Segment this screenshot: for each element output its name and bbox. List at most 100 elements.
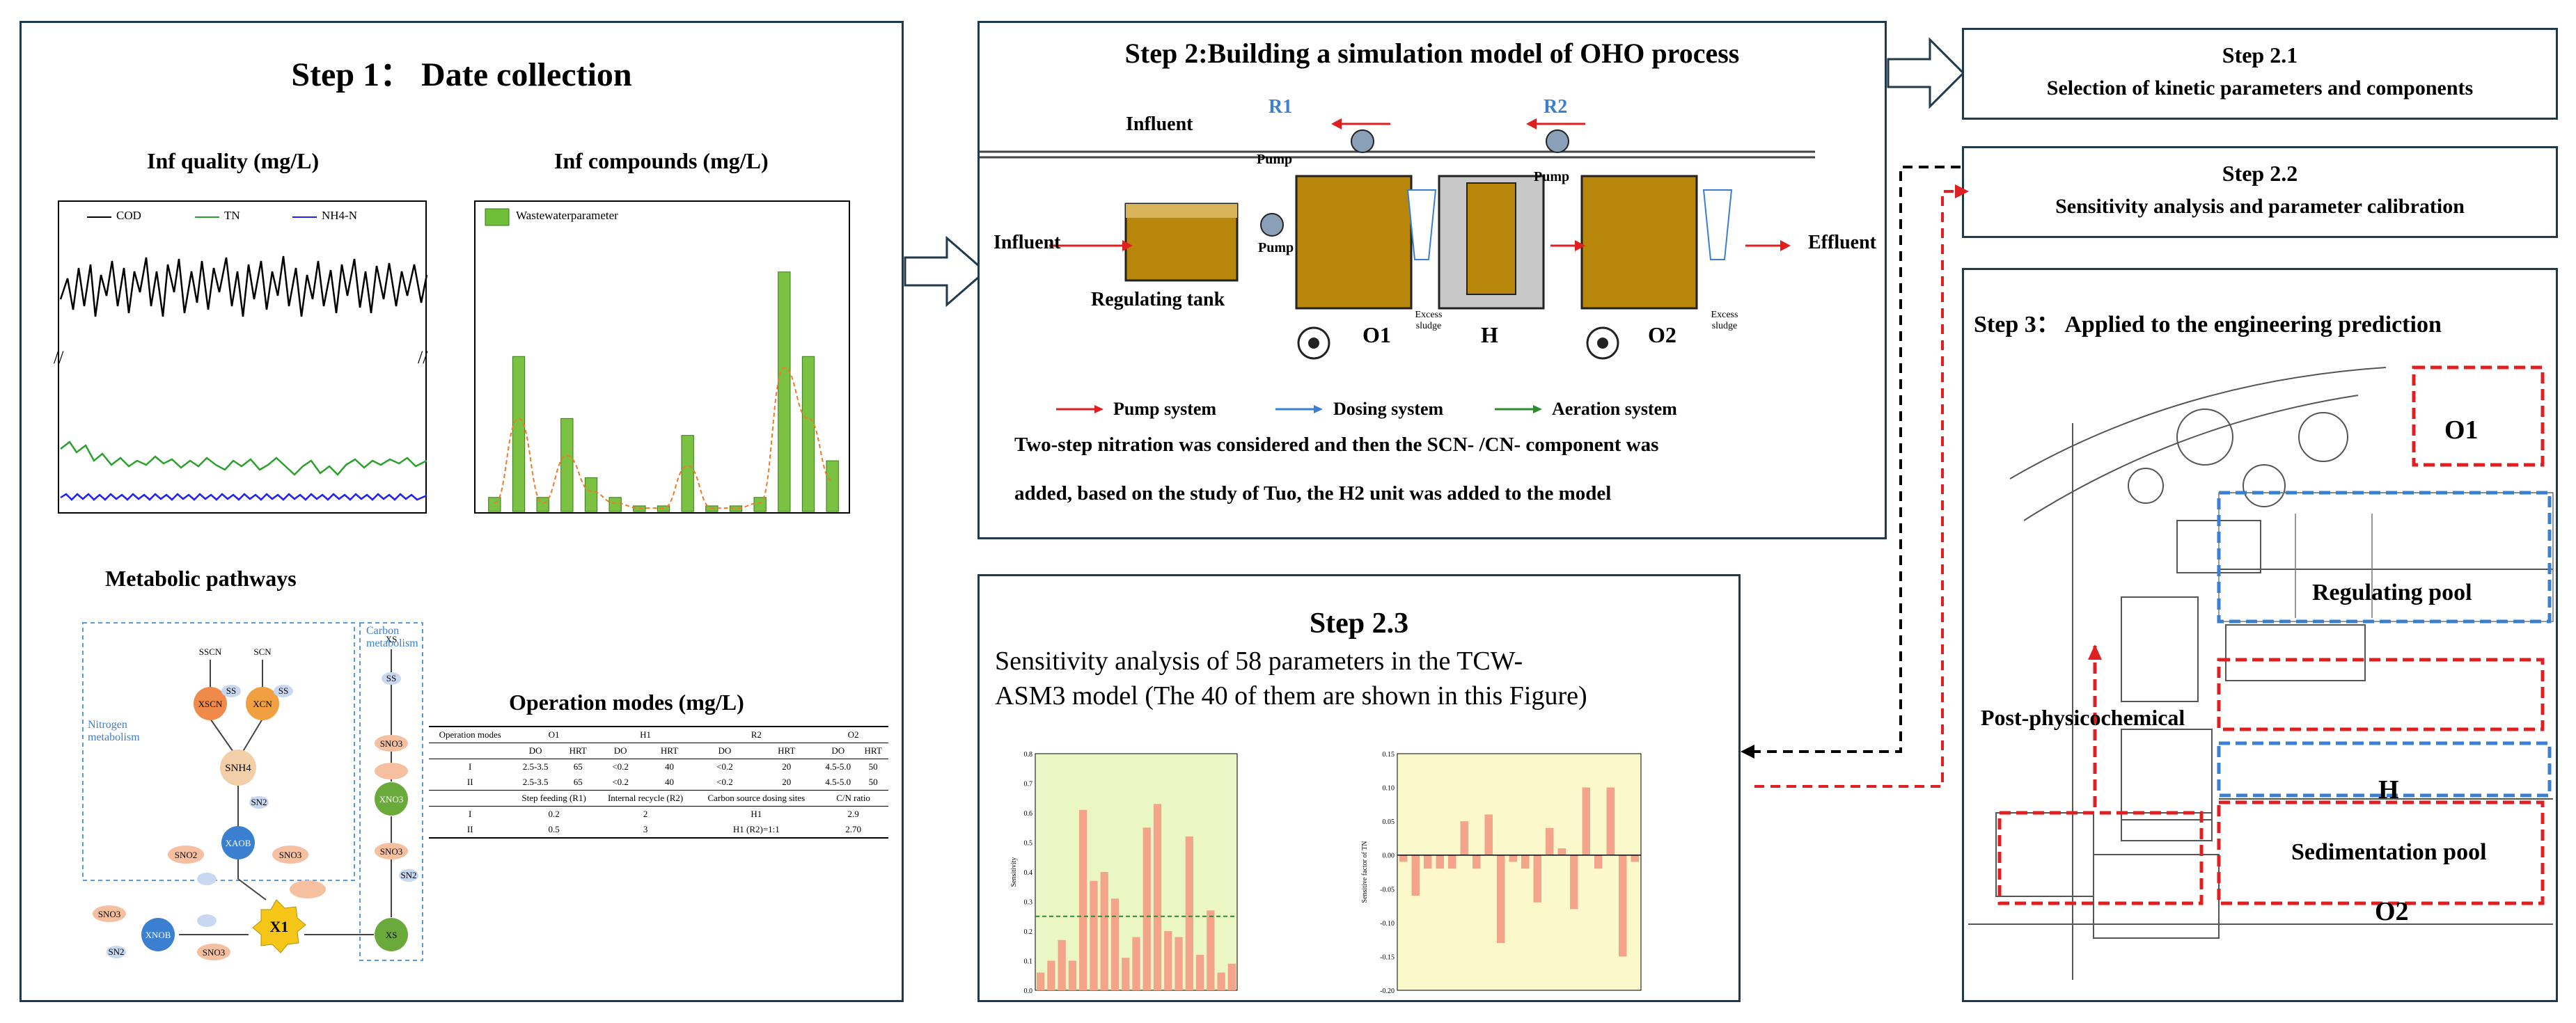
node-sno3-c: SNO3 [380,738,403,749]
sens-right-bar [1460,821,1468,855]
tn-sensitivity-chart: 0.150.100.050.00-0.05-0.10-0.15-0.20Sens… [1361,751,1642,995]
inf-quality-title: Inf quality (mg/L) [147,148,320,173]
op-cell: 40 [665,777,674,787]
sens-left-tick: 0.0 [1024,988,1033,995]
step23-panel: Step 2.3 Sensitivity analysis of 58 para… [977,574,1741,1002]
op-h2-4: HRT [660,745,679,756]
node-sn2-c: SN2 [400,870,416,880]
sens-right-bar [1399,855,1408,862]
legend-aeration-system: Aeration system [1552,399,1677,419]
node-xs-bottom: XS [386,930,398,940]
op-h3-4: C/N ratio [836,793,870,803]
compound-bar [826,460,839,512]
sens-left-bar [1227,963,1236,990]
metabolic-title: Metabolic pathways [105,566,297,591]
influent-top-label: Influent [1126,113,1193,135]
legend-nh4: NH4-N [322,209,357,222]
sens-right-bar [1448,855,1456,869]
sens-left-bar [1047,960,1055,990]
inf-quality-chart: // // COD TN NH4-N [54,200,428,514]
sens-right-tick: 0.15 [1383,751,1395,759]
node-sno3-b: SNO3 [98,909,121,919]
op-cell: 40 [665,761,674,772]
compound-bar [753,497,767,512]
op-cell: II [466,824,473,834]
op-cell: 0.2 [548,809,560,819]
o2-label: O2 [1648,322,1676,347]
node-xno3: XNO3 [379,794,404,804]
sens-left-bar [1175,937,1183,990]
op-cell: <0.2 [612,761,629,772]
sens-right-bar [1557,848,1566,855]
op-h2-3: DO [613,745,627,756]
engineering-site-map [1968,365,2554,980]
compound-bar [778,271,791,512]
step1-panel: Step 1： Date collection Inf quality (mg/… [19,21,904,1002]
nh4-line [60,493,427,501]
op-cell: 50 [868,777,878,787]
area-h: H [2378,775,2399,804]
sens-right-bar [1546,827,1554,855]
node-sno3-a: SNO3 [279,850,302,860]
inf-compounds-chart: Wastewaterparameter [474,200,850,514]
compound-bar [584,477,598,512]
sens-right-bar [1521,855,1530,869]
legend-wastewater: Wastewaterparameter [516,209,618,222]
legend-tn: TN [224,209,240,222]
dashed-connectors [1741,166,1969,788]
compound-bar [801,356,815,512]
operation-table: Operation modes O1 H1 R2 O2 DO HRT DO HR… [429,726,888,839]
sens-right-tick: -0.10 [1380,920,1395,928]
op-cell: I [469,809,472,819]
step22-box: Step 2.2 Sensitivity analysis and parame… [1962,146,2558,238]
compound-bar [729,505,743,512]
operation-title: Operation modes (mg/L) [509,690,744,715]
op-cell: 65 [573,761,583,772]
sens-left-bar [1164,931,1172,990]
op-cell: 0.5 [548,824,560,834]
arrow-step1-to-step2 [904,235,987,308]
node-xcn: XCN [253,699,272,709]
metabolic-diagram: SSCN SCN SS SS XSCN XCN SNH4 SN2 XAOB SN… [82,622,423,961]
step2-description-2: added, based on the study of Tuo, the H2… [1014,482,1612,505]
step2-panel: Step 2:Building a simulation model of OH… [977,21,1887,539]
node-snh4: SNH4 [225,763,251,774]
sens-right-ylabel: Sensitive factor of TN [1361,841,1369,903]
step22-subtitle: Sensitivity analysis and parameter calib… [2055,195,2465,218]
node-sn2-a: SN2 [251,797,267,807]
op-cell: H1 (R2)=1:1 [732,824,780,834]
sens-left-tick: 0.4 [1024,869,1033,877]
node-ss-c: SS [386,673,396,683]
area-post-physicochemical: Post-physicochemical [1981,705,2185,730]
node-xs-top: XS [386,634,398,644]
sens-right-bar [1472,855,1481,869]
op-h3-0 [429,791,511,807]
op-cell: II [466,777,473,787]
carbon-metabolism-label: Carbon metabolism [366,625,418,649]
sens-left-tick: 0.6 [1024,810,1033,818]
step3-title: Step 3： Applied to the engineering predi… [1974,312,2442,338]
op-cell: <0.2 [716,777,733,787]
op-h1-1: O1 [548,729,560,740]
tn-line [60,441,427,476]
sens-left-bar [1079,809,1087,990]
op-cell: I [469,761,472,772]
step1-title: Step 1： Date collection [291,56,632,93]
node-scn: SCN [253,647,272,657]
op-h2-7: DO [831,745,845,756]
op-h3-3: Carbon source dosing sites [707,793,806,803]
sens-left-bar [1058,939,1066,990]
sens-left-bar [1100,872,1108,990]
sens-left-ylabel: Sensitivity [1010,857,1018,887]
sens-left-bar [1142,827,1151,990]
op-cell: 2.9 [847,809,859,819]
op-h2-6: HRT [778,745,796,756]
sens-right-bar [1570,855,1578,910]
step21-title: Step 2.1 [2222,42,2298,68]
compound-bar [488,497,501,512]
op-cell: <0.2 [612,777,629,787]
legend-cod: COD [116,209,141,222]
sens-left-bar [1037,972,1045,990]
